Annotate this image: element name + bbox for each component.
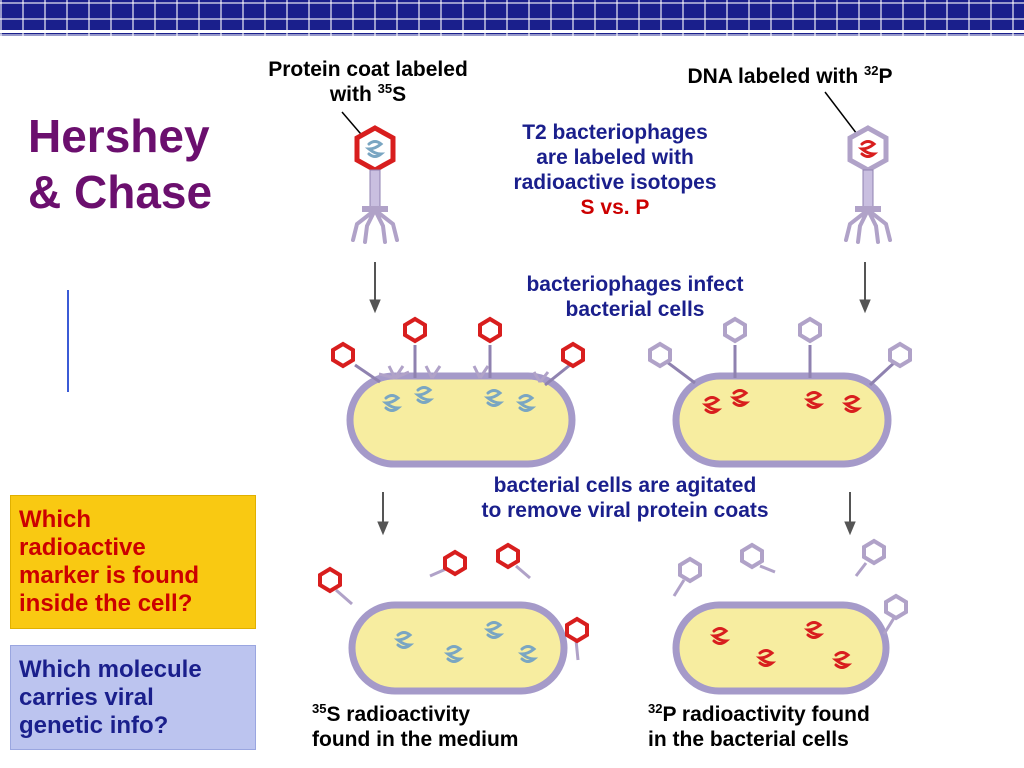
- protein-label-element: S: [392, 83, 407, 106]
- result-p-line1: P radioactivity found: [662, 703, 870, 726]
- question1-line4: inside the cell?: [19, 590, 193, 617]
- question2-line3: genetic info?: [19, 712, 169, 739]
- dna-label-element: P: [878, 65, 893, 88]
- header-bar: [0, 0, 1024, 36]
- question1-line3: marker is found: [19, 562, 200, 589]
- result-sulfur: 35S radioactivity found in the medium: [312, 702, 582, 752]
- vertical-divider: [67, 290, 69, 392]
- question2-line2: carries viral: [19, 684, 154, 711]
- protein-label-line1: Protein coat labeled: [268, 58, 468, 81]
- arrow-down-left-1: [369, 262, 381, 314]
- t2-description: T2 bacteriophages are labeled with radio…: [480, 120, 750, 220]
- phage-dna-labeled: [824, 91, 892, 244]
- arrow-down-right-2: [844, 492, 856, 536]
- result-s-sup: 35: [312, 701, 327, 716]
- protein-label-sup: 35: [377, 81, 393, 96]
- final-cell-dna: [672, 539, 908, 695]
- result-s-line2: found in the medium: [312, 728, 519, 751]
- result-s-line1: S radioactivity: [326, 703, 471, 726]
- result-p-sup: 32: [648, 701, 663, 716]
- protein-label-prefix: with: [329, 83, 378, 106]
- dna-label-sup: 32: [864, 63, 879, 78]
- final-cell-protein: [318, 543, 589, 695]
- t2-line4-s-vs-p: S vs. P: [580, 196, 650, 219]
- infected-cell-dna: [648, 317, 912, 468]
- t2-line2: are labeled with: [536, 146, 694, 169]
- title-line-2: & Chase: [28, 166, 213, 218]
- infect-line1: bacteriophages infect: [526, 273, 744, 296]
- arrow-down-left-2: [377, 492, 389, 536]
- question1-line2: radioactive: [19, 534, 146, 561]
- dna-label-prefix: DNA labeled with: [687, 65, 865, 88]
- question-box-genetic-info: Which molecule carries viral genetic inf…: [10, 645, 256, 750]
- arrow-down-right-1: [859, 262, 871, 314]
- title-line-1: Hershey: [28, 110, 210, 162]
- infect-description: bacteriophages infect bacterial cells: [490, 272, 780, 322]
- question-box-marker: Which radioactive marker is found inside…: [10, 495, 256, 629]
- phage-protein-labeled: [341, 111, 399, 244]
- dna-label: DNA labeled with 32P: [650, 64, 930, 89]
- slide-title: Hershey & Chase: [28, 108, 248, 220]
- question2-line1: Which molecule: [19, 656, 202, 683]
- agitate-line1: bacterial cells are agitated: [493, 474, 757, 497]
- protein-coat-label: Protein coat labeled with 35S: [238, 57, 498, 107]
- question1-line1: Which: [19, 506, 91, 533]
- result-phosphorus: 32P radioactivity found in the bacterial…: [648, 702, 938, 752]
- agitate-line2: to remove viral protein coats: [481, 499, 769, 522]
- agitate-description: bacterial cells are agitated to remove v…: [440, 473, 810, 523]
- t2-line3: radioactive isotopes: [513, 171, 717, 194]
- header-divider: [0, 30, 1024, 33]
- result-p-line2: in the bacterial cells: [648, 728, 849, 751]
- t2-line1: T2 bacteriophages: [522, 121, 708, 144]
- infected-cell-protein: [331, 317, 585, 468]
- infect-line2: bacterial cells: [565, 298, 705, 321]
